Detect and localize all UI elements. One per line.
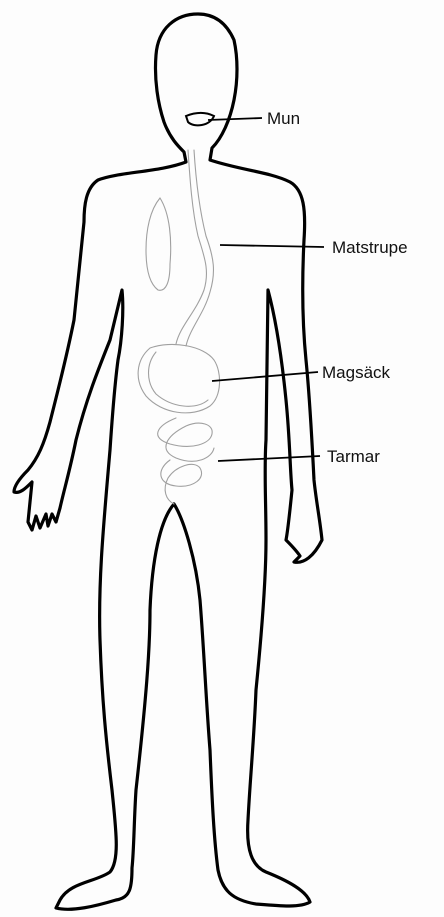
- stomach-shape: [138, 344, 219, 412]
- intestine-coil-2: [161, 460, 202, 504]
- label-esophagus: Matstrupe: [332, 238, 408, 257]
- label-intestines: Tarmar: [327, 447, 380, 466]
- label-mouth: Mun: [267, 109, 300, 128]
- esophagus-line: [176, 150, 206, 344]
- leader-line-mouth: [208, 118, 262, 120]
- leader-line-stomach: [212, 372, 318, 381]
- leader-line-esophagus: [220, 245, 324, 247]
- stomach-shape-inner: [149, 352, 209, 406]
- leader-line-intestines: [218, 456, 320, 461]
- organs: [138, 150, 219, 504]
- label-stomach: Magsäck: [322, 363, 391, 382]
- lung-outline: [146, 198, 171, 290]
- intestine-coil: [158, 418, 214, 461]
